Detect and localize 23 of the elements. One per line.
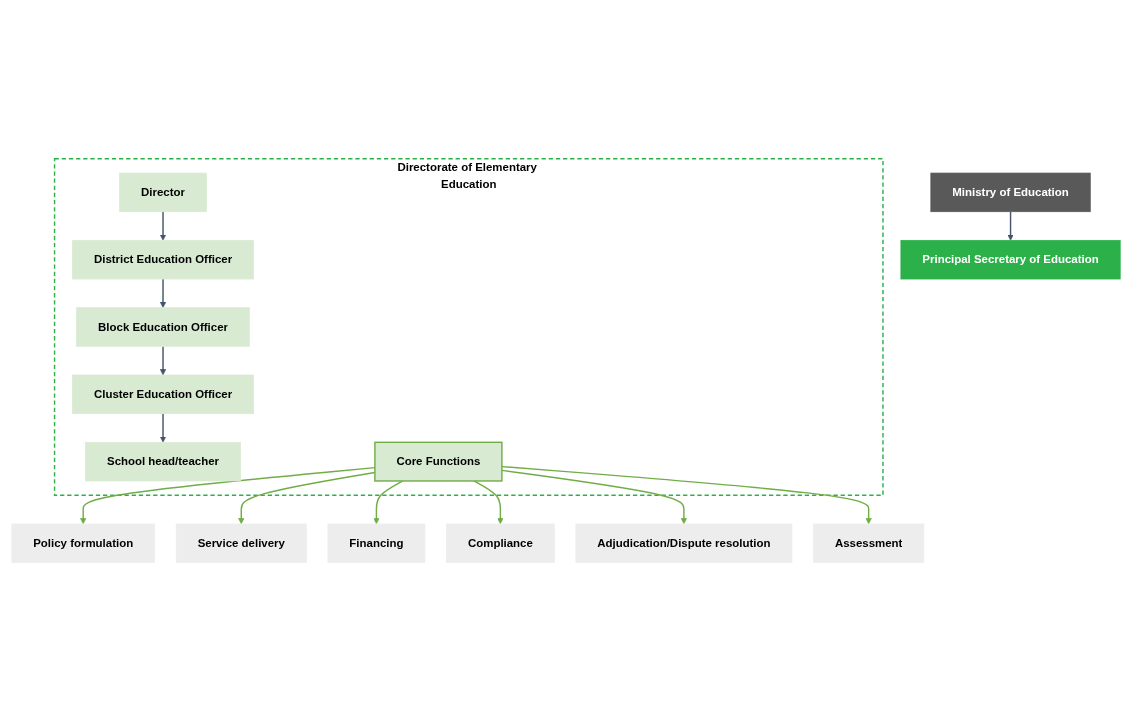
arrow [473, 480, 504, 525]
arrow [373, 480, 404, 525]
node-box: Principal Secretary of Education [900, 240, 1121, 280]
arrow [159, 278, 167, 309]
arrow [159, 413, 167, 443]
node-box: Assessment [813, 523, 925, 564]
node-box: Director [119, 173, 207, 213]
node-box: Financing [327, 523, 426, 564]
node-box: District Education Officer [72, 240, 254, 280]
node-box: Cluster Education Officer [72, 374, 254, 415]
node-box: Block Education Officer [76, 307, 250, 348]
node-box: Service delivery [175, 523, 307, 564]
node-box: Compliance [446, 523, 555, 564]
node-box: Core Functions [374, 441, 503, 483]
arrow [501, 466, 872, 525]
node-box: School head/teacher [85, 442, 241, 482]
node-box: Policy formulation [11, 523, 156, 564]
arrow [159, 211, 167, 241]
arrow [501, 469, 688, 525]
arrow [159, 345, 167, 376]
node-box: Adjudication/Dispute resolution [575, 523, 793, 564]
node-box: Ministry of Education [930, 173, 1091, 213]
arrow [1007, 211, 1014, 241]
